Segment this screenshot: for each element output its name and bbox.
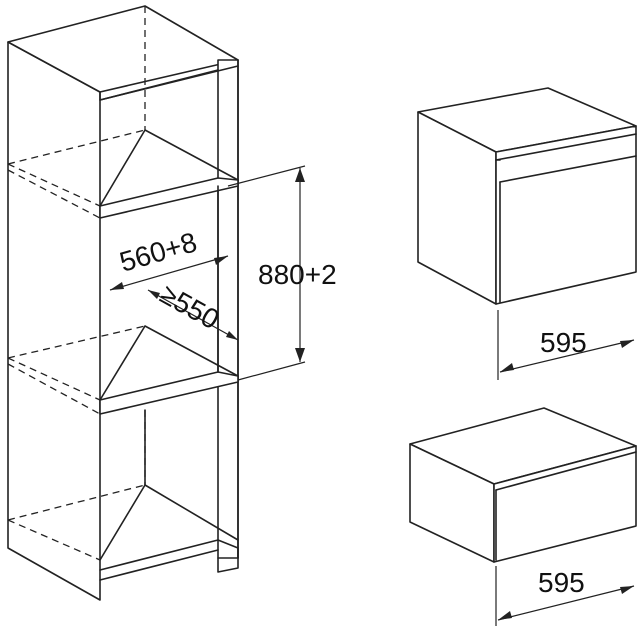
upper-shelf-hidden-2 [7,169,101,219]
upper-shelf-top [99,129,239,207]
lower-cavity-back [99,409,146,561]
height-ext-bottom [237,361,306,381]
tall-cabinet [7,5,239,601]
oven-control-strip [495,133,637,161]
oven-dim-arrow-right [620,340,634,348]
oven-width-label: 595 [540,327,587,358]
drawer-appliance: 595 [409,407,637,626]
oven-dim-line [499,339,635,373]
oven-front [495,125,637,305]
cabinet-base [99,539,239,571]
niche-width-label: 560+8 [116,226,200,277]
drawer-front [493,445,637,563]
niche-height-label: 880+2 [258,259,337,290]
niche-floor-hidden [7,357,101,401]
drawer-handle-groove [495,451,637,491]
niche-floor-top [99,325,239,401]
drawer-dim-arrow-left [498,611,512,620]
drawer-dim-line [497,585,635,621]
height-ext-top [227,165,306,187]
height-dim-arrow-bottom [295,348,305,362]
oven-appliance: 595 [417,87,637,380]
cabinet-base-2 [99,549,219,581]
cabinet-top-lip [99,65,239,101]
lower-cavity-hidden-2 [7,519,101,561]
width-dim-arrow-right [214,256,228,265]
oven-dim-arrow-left [500,363,514,372]
niche-floor-hidden-2 [7,363,101,415]
depth-dim-arrow-back [148,290,160,299]
oven-door-top [499,155,637,183]
height-dim-arrow-top [295,168,305,182]
upper-shelf-hidden [7,163,101,207]
depth-dim-line [147,289,239,341]
width-dim-line [109,255,229,291]
drawer-dim-arrow-right [620,586,634,594]
lower-cavity-floor [144,484,239,541]
depth-dim-arrow-front [226,331,238,340]
drawer-width-label: 595 [538,567,585,598]
niche-depth-label: ≥550 [155,278,224,335]
width-dim-arrow-left [110,282,124,290]
cabinet-foot [217,557,239,573]
